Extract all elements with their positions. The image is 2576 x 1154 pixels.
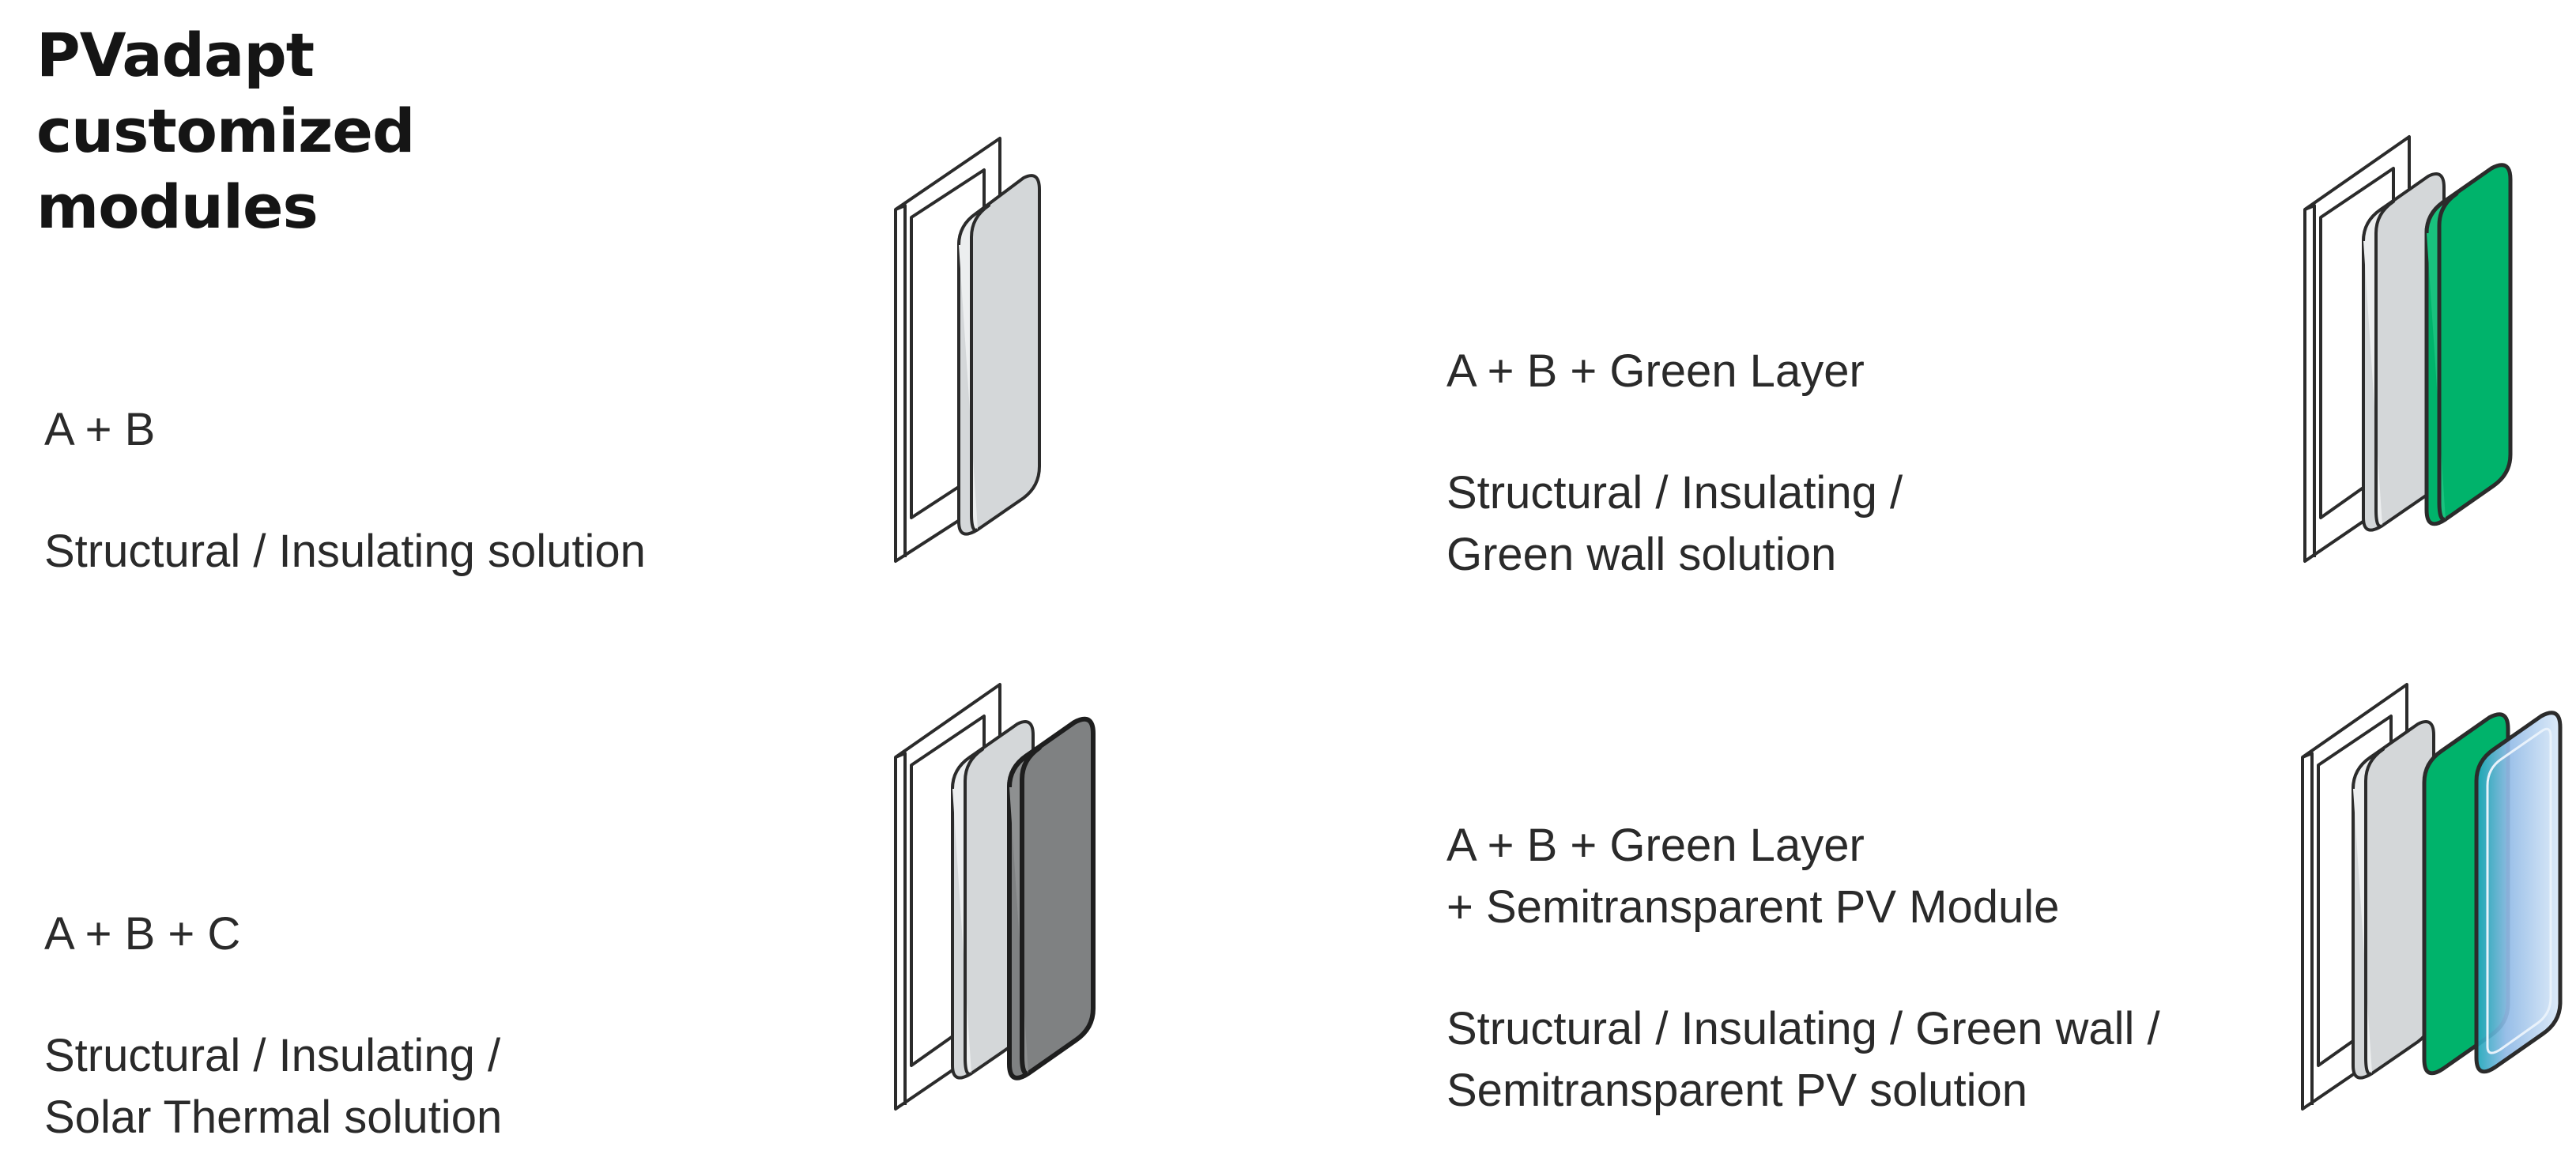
module-1-desc-line-1: Structural / Insulating solution (44, 526, 646, 577)
module-4-illustration (2301, 683, 2563, 1111)
module-4-desc-line-1: Structural / Insulating / Green wall / (1446, 1003, 2160, 1054)
title-line-1: PVadapt (36, 20, 315, 90)
title-line-2: customized (36, 96, 415, 166)
module-4-name-line-2: + Semitransparent PV Module (1446, 881, 2060, 933)
module-1-name: A + B (44, 404, 156, 455)
module-2-desc-line-2: Green wall solution (1446, 529, 1837, 580)
module-3-illustration (894, 683, 1096, 1111)
module-4-label: A + B + Green Layer + Semitransparent PV… (1446, 815, 2160, 1122)
green-layer (2424, 163, 2513, 526)
module-1-illustration (894, 137, 1041, 563)
grey-layer (2352, 720, 2435, 1080)
module-2-desc-line-1: Structural / Insulating / (1446, 467, 1903, 519)
pv-layer (2474, 711, 2563, 1074)
page-title: PVadapt customized modules (36, 17, 415, 245)
title-line-3: modules (36, 172, 319, 242)
dark-layer (1007, 716, 1096, 1080)
module-3-desc-line-1: Structural / Insulating / (44, 1030, 501, 1081)
grey-layer (2362, 172, 2446, 532)
module-1-label: A + B Structural / Insulating solution (44, 399, 646, 583)
module-2-name: A + B + Green Layer (1446, 345, 1865, 397)
module-3-label: A + B + C Structural / Insulating / Sola… (44, 903, 502, 1148)
module-2-illustration (2303, 135, 2513, 563)
module-2-label: A + B + Green Layer Structural / Insulat… (1446, 341, 1903, 586)
module-3-desc-line-2: Solar Thermal solution (44, 1092, 503, 1143)
grey-layer (957, 174, 1041, 536)
module-4-name: A + B + Green Layer (1446, 820, 1865, 871)
module-3-name: A + B + C (44, 908, 241, 960)
module-4-desc-line-2: Semitransparent PV solution (1446, 1065, 2028, 1116)
